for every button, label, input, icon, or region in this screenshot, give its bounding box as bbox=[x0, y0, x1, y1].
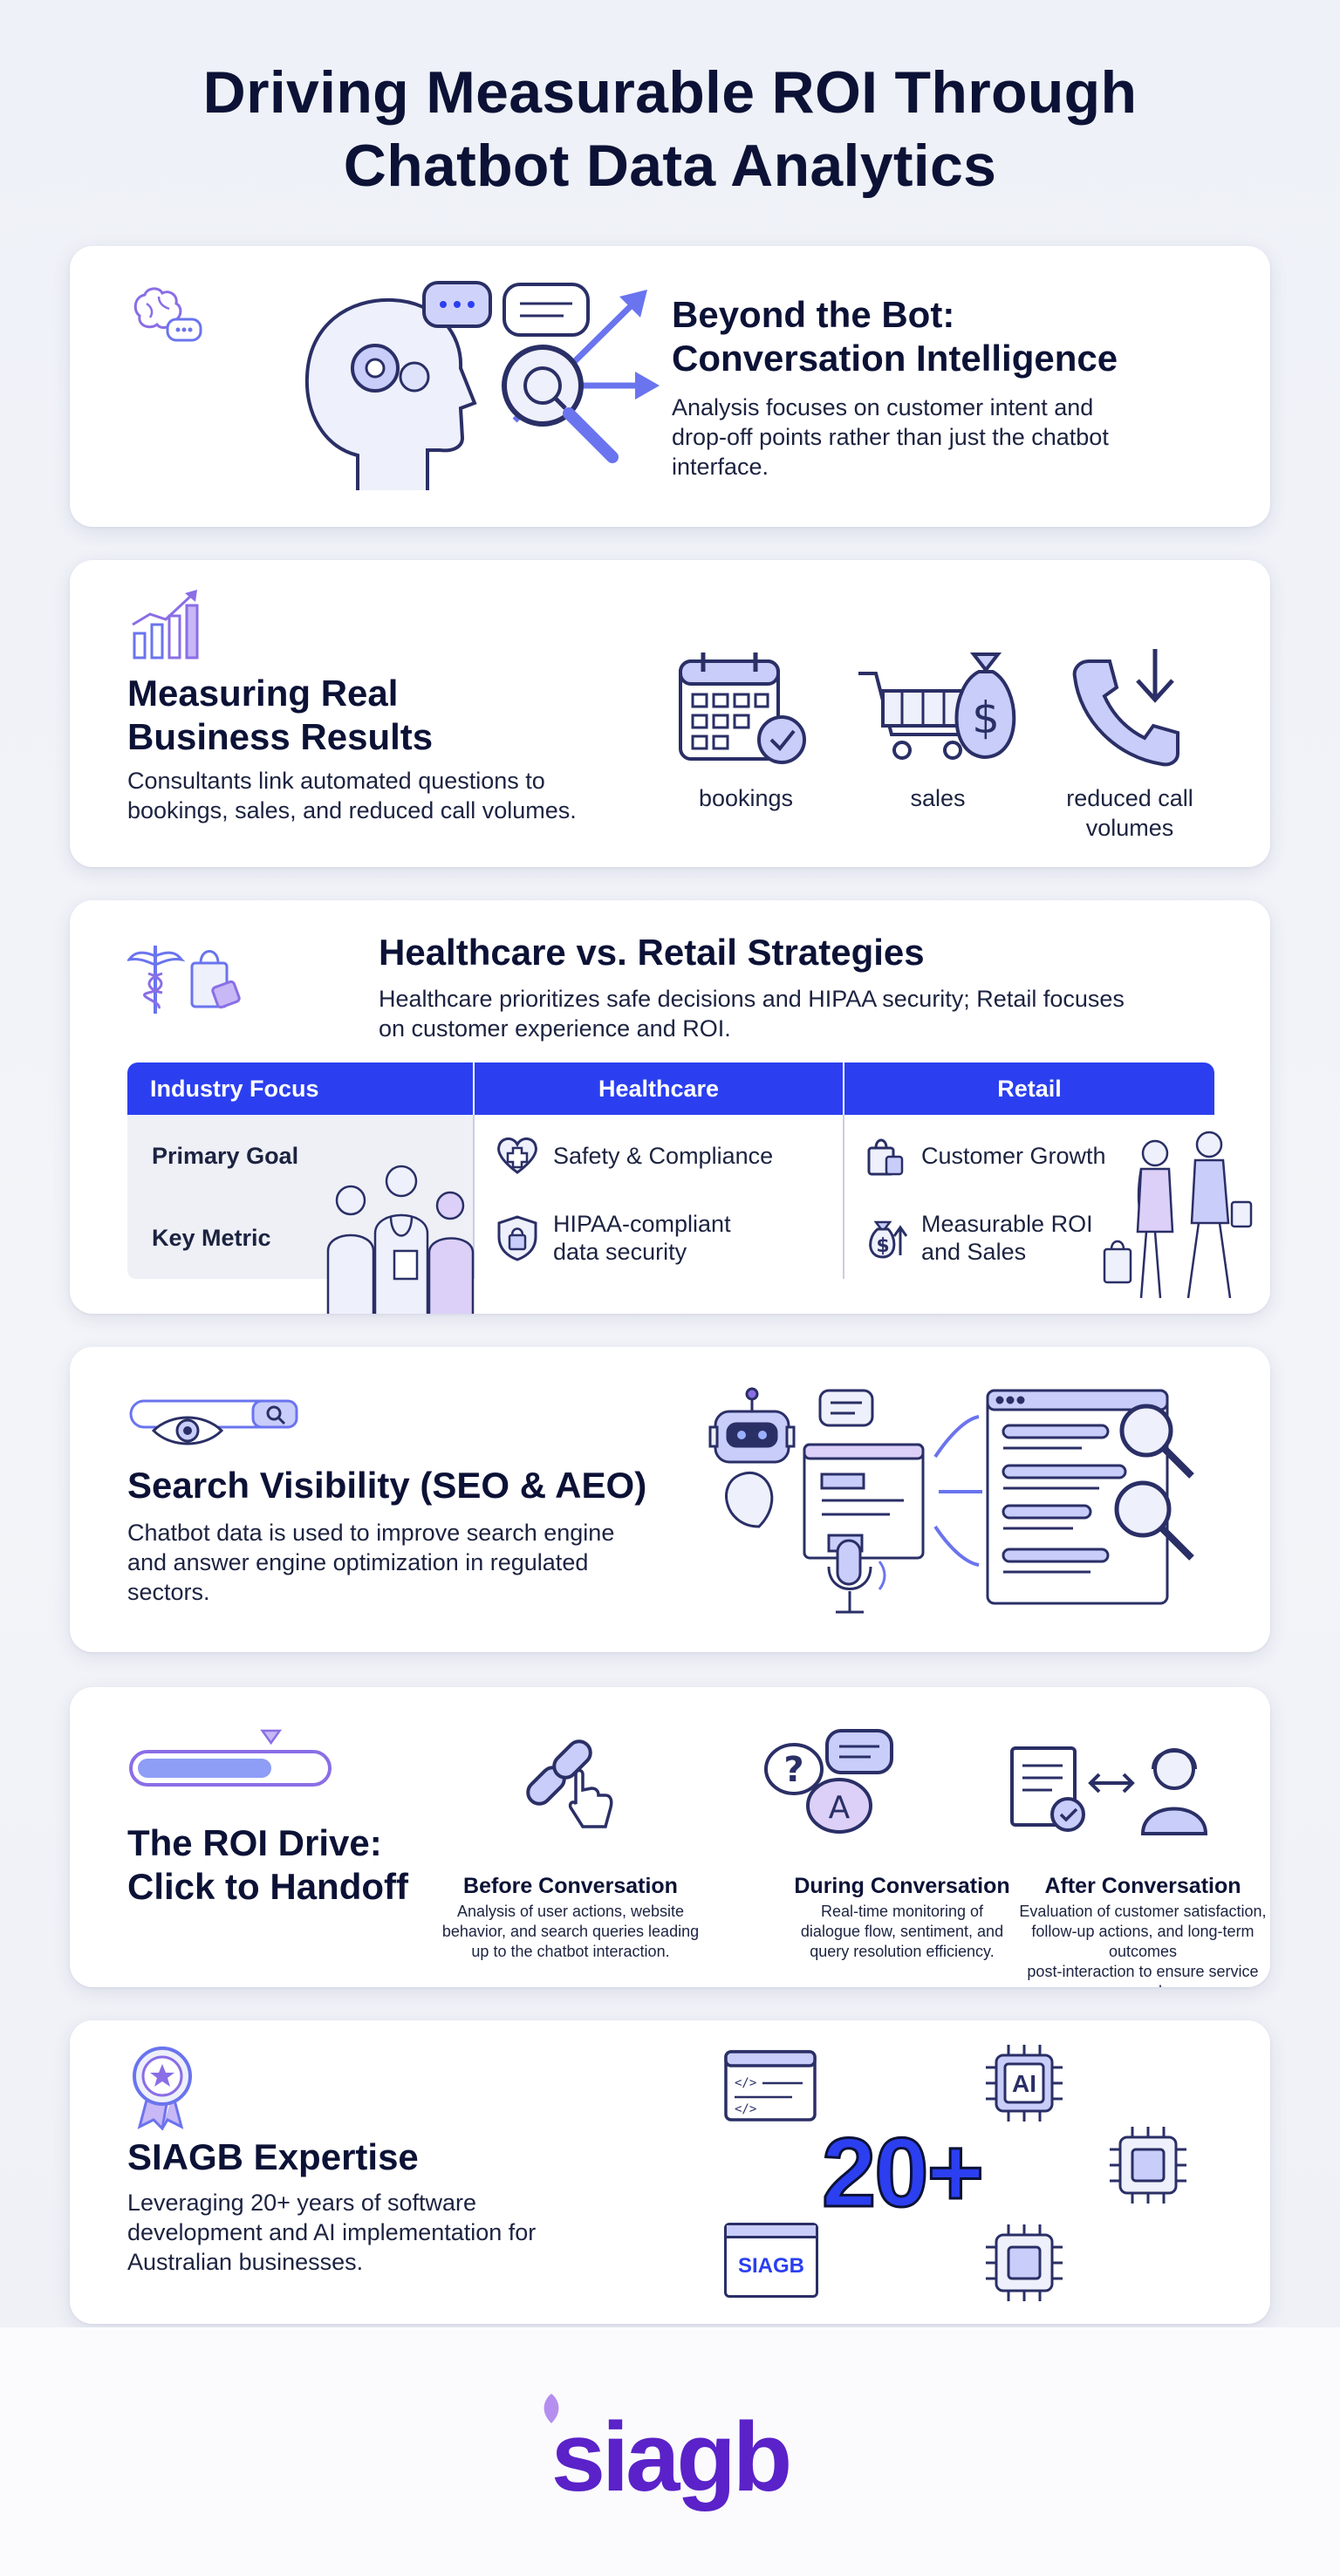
cell-retail-metric: $ Measurable ROI and Sales bbox=[843, 1197, 1214, 1279]
svg-text:A: A bbox=[829, 1790, 851, 1826]
card-roi-drive: The ROI Drive: Click to Handoff Before C… bbox=[70, 1687, 1270, 1987]
footer: siagb bbox=[0, 2327, 1340, 2576]
header-industry-focus: Industry Focus bbox=[150, 1075, 319, 1102]
cell-healthcare-goal: Safety & Compliance bbox=[473, 1115, 843, 1197]
card1-heading: Beyond the Bot: Conversation Intelligenc… bbox=[672, 294, 1118, 379]
table-row: Key Metric HIPAA-compliant data security… bbox=[127, 1197, 1214, 1279]
card4-heading: Search Visibility (SEO & AEO) bbox=[127, 1465, 647, 1506]
cell-healthcare-metric: HIPAA-compliant data security bbox=[473, 1197, 843, 1279]
page-title: Driving Measurable ROI Through Chatbot D… bbox=[0, 56, 1340, 202]
progress-slider bbox=[129, 1729, 332, 1787]
table-header-row: Industry Focus Healthcare Retail bbox=[127, 1063, 1214, 1115]
head-gears-magnifier-icon bbox=[304, 281, 660, 490]
svg-text:?: ? bbox=[783, 1750, 803, 1790]
handoff-agent-icon bbox=[1010, 1746, 1208, 1835]
brain-chat-icon bbox=[133, 287, 202, 342]
item-bookings-label: bookings bbox=[698, 785, 794, 811]
shield-lock-icon bbox=[497, 1215, 537, 1261]
phone-down-arrow-icon bbox=[1072, 649, 1179, 767]
heart-cross-icon bbox=[497, 1138, 537, 1174]
card3-heading: Healthcare vs. Retail Strategies bbox=[379, 932, 925, 973]
question-chat-icon: ? A bbox=[764, 1729, 893, 1834]
search-eye-icon bbox=[129, 1399, 298, 1445]
chatbot-search-results-illustration bbox=[708, 1387, 1194, 1614]
processor-chip-icon-small bbox=[986, 2224, 1063, 2301]
award-badge-icon bbox=[133, 2046, 192, 2130]
table-row: Primary Goal Safety & Compliance Custome… bbox=[127, 1115, 1214, 1197]
step-before-text: Analysis of user actions, website behavi… bbox=[441, 1903, 700, 1960]
caduceus-shopping-bag-icon bbox=[127, 946, 241, 1014]
growth-chart-icon bbox=[132, 590, 199, 659]
step-before-title: Before Conversation bbox=[463, 1874, 678, 1898]
card5-heading: The ROI Drive: Click to Handoff bbox=[127, 1822, 408, 1907]
cell-retail-goal: Customer Growth bbox=[843, 1115, 1214, 1197]
ai-chip-icon bbox=[986, 2045, 1063, 2122]
step-after-text: Evaluation of customer satisfaction, fol… bbox=[1019, 1903, 1267, 1987]
step-after-title: After Conversation bbox=[1044, 1874, 1241, 1898]
card2-text: Consultants link automated questions to … bbox=[127, 768, 577, 823]
shoppers-illustration bbox=[1103, 1131, 1253, 1299]
card-business-results: Measuring Real Business Results Consulta… bbox=[70, 560, 1270, 867]
progress-marker-icon bbox=[260, 1729, 283, 1746]
siagb-logo[interactable]: siagb bbox=[550, 2402, 793, 2511]
card6-heading: SIAGB Expertise bbox=[127, 2136, 419, 2177]
svg-text:$: $ bbox=[972, 693, 1000, 743]
card-healthcare-retail: Healthcare vs. Retail Strategies Healthc… bbox=[70, 900, 1270, 1314]
shopping-bag-icon bbox=[867, 1138, 904, 1176]
card1-text: Analysis focuses on customer intent and … bbox=[672, 394, 1109, 480]
step-during-title: During Conversation bbox=[794, 1874, 1010, 1898]
card6-text: Leveraging 20+ years of software develop… bbox=[127, 2190, 537, 2275]
money-bag-arrow-icon: $ bbox=[869, 1220, 907, 1259]
card-search-visibility: Search Visibility (SEO & AEO) Chatbot da… bbox=[70, 1347, 1270, 1652]
card2-heading: Measuring Real Business Results bbox=[127, 673, 434, 757]
title-line-1: Driving Measurable ROI Through bbox=[202, 59, 1138, 126]
header-retail: Retail bbox=[843, 1063, 1214, 1115]
strategy-table: Industry Focus Healthcare Retail Primary… bbox=[127, 1063, 1214, 1279]
cart-money-bag-icon: $ bbox=[858, 653, 1016, 760]
card4-text: Chatbot data is used to improve search e… bbox=[127, 1520, 615, 1605]
svg-text:</>: </> bbox=[735, 2076, 756, 2090]
title-line-2: Chatbot Data Analytics bbox=[343, 133, 997, 199]
card3-text: Healthcare prioritizes safe decisions an… bbox=[379, 986, 1125, 1042]
siagb-window: SIAGB bbox=[724, 2223, 818, 2298]
card-conversation-intelligence: Beyond the Bot: Conversation Intelligenc… bbox=[70, 246, 1270, 527]
siagb-window-label: SIAGB bbox=[737, 2254, 804, 2278]
processor-chip-icon bbox=[1110, 2127, 1186, 2204]
calendar-check-icon bbox=[679, 653, 806, 764]
svg-text:</>: </> bbox=[735, 2102, 756, 2116]
years-number: 20+ bbox=[821, 2117, 986, 2229]
code-window-icon: </> </> bbox=[724, 2050, 817, 2122]
ai-chip-label: AI bbox=[1012, 2070, 1036, 2097]
medical-staff-illustration bbox=[326, 1165, 475, 1314]
item-calls-label: reduced call volumes bbox=[1066, 785, 1193, 841]
progress-fill bbox=[138, 1759, 271, 1778]
item-sales-label: sales bbox=[910, 785, 966, 811]
svg-text:$: $ bbox=[876, 1235, 889, 1257]
step-during-text: Real-time monitoring of dialogue flow, s… bbox=[800, 1903, 1004, 1960]
link-click-icon bbox=[526, 1739, 613, 1828]
header-healthcare: Healthcare bbox=[473, 1063, 843, 1115]
leaf-icon bbox=[544, 2394, 559, 2423]
card-siagb-expertise: SIAGB Expertise Leveraging 20+ years of … bbox=[70, 2020, 1270, 2324]
